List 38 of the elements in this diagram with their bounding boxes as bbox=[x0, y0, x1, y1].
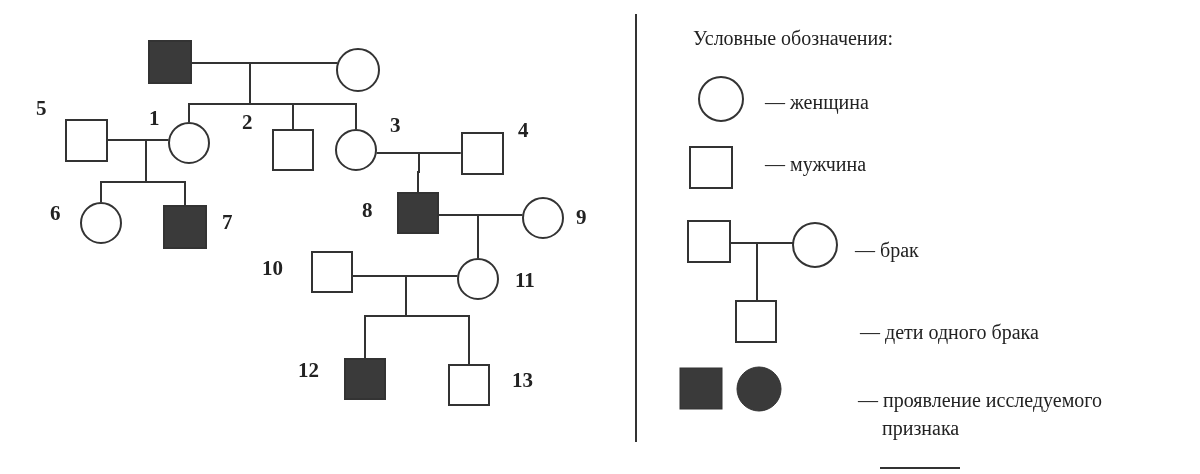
legend-text: — женщина bbox=[765, 90, 869, 116]
male-symbol bbox=[64, 118, 108, 162]
person-number: 2 bbox=[242, 110, 253, 134]
legend-title: Условные обозначения: bbox=[693, 26, 894, 51]
person-number: 10 bbox=[262, 256, 283, 280]
person-number: 6 bbox=[50, 201, 61, 225]
female-symbol bbox=[522, 197, 564, 239]
person-number: 9 bbox=[576, 205, 587, 229]
female-symbol bbox=[335, 129, 377, 171]
person-number: 3 bbox=[390, 113, 401, 137]
female-symbol bbox=[168, 122, 210, 164]
female-symbol bbox=[457, 258, 499, 300]
affected-male-symbol bbox=[163, 205, 207, 249]
descent-line bbox=[417, 152, 462, 193]
person-number: 7 bbox=[222, 210, 233, 234]
male-symbol bbox=[311, 251, 353, 293]
legend-text: — дети одного брака bbox=[860, 320, 1039, 346]
person-number: 12 bbox=[298, 358, 319, 382]
descent-line bbox=[249, 62, 357, 130]
male-symbol bbox=[460, 131, 504, 175]
descent-line bbox=[477, 214, 524, 259]
affected-male-symbol bbox=[344, 358, 386, 400]
person-number: 11 bbox=[515, 268, 535, 292]
descent-line bbox=[145, 139, 186, 206]
person-number: 4 bbox=[518, 118, 529, 142]
person-number: 8 bbox=[362, 198, 373, 222]
person-number: 5 bbox=[36, 96, 47, 120]
affected-male-symbol bbox=[397, 192, 439, 234]
person-number: 13 bbox=[512, 368, 533, 392]
legend-text: — брак bbox=[855, 238, 919, 264]
male-symbol bbox=[272, 129, 314, 171]
female-symbol bbox=[336, 48, 380, 92]
female-symbol bbox=[80, 202, 122, 244]
legend-text: — мужчина bbox=[765, 152, 867, 178]
affected-male-symbol bbox=[148, 40, 192, 84]
male-symbol bbox=[448, 364, 490, 406]
legend-text: — проявление исследуемого признака bbox=[858, 388, 1104, 442]
person-number: 1 bbox=[149, 106, 160, 130]
